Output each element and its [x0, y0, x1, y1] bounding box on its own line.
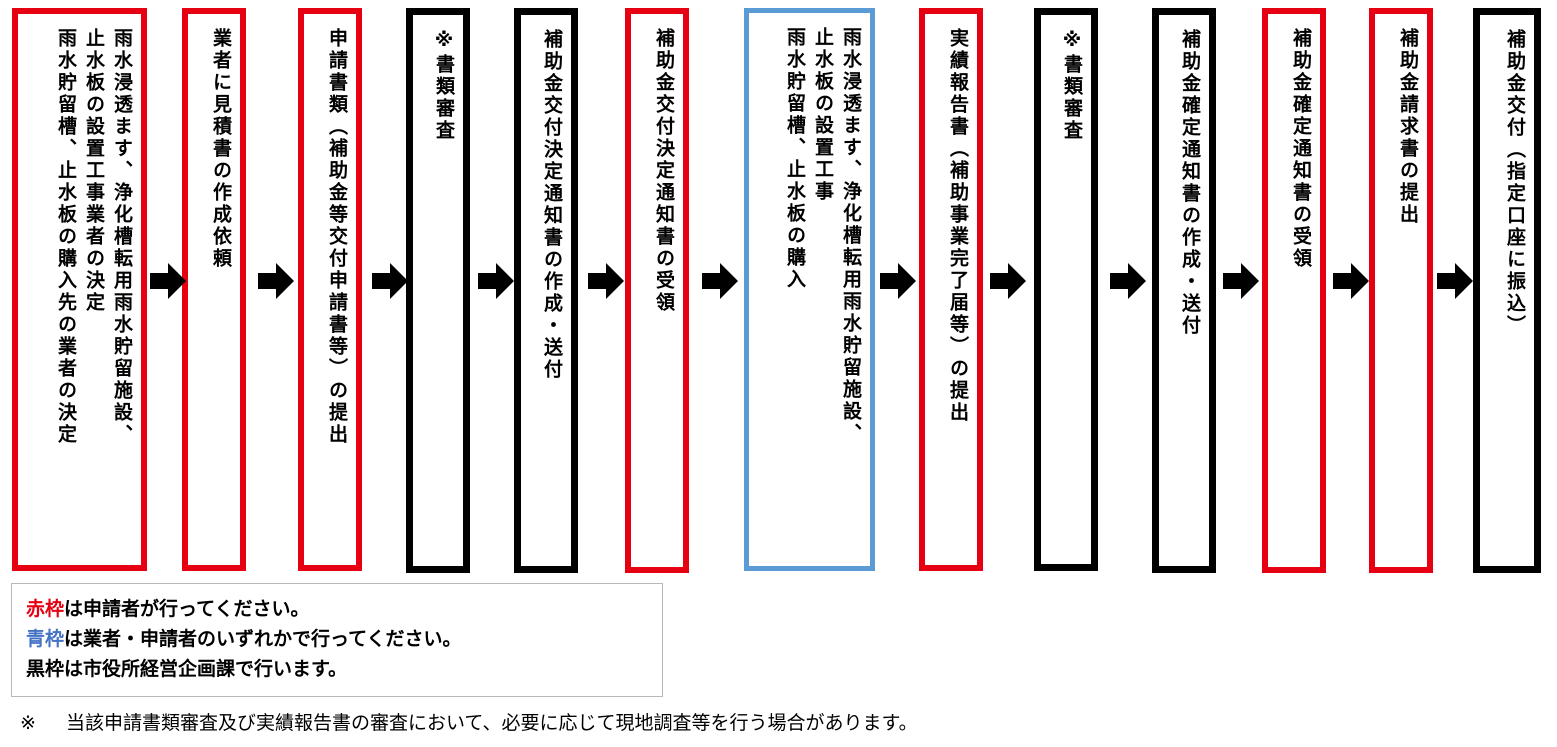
step-1-line-1: 雨水浸透ます、浄化槽転用雨水貯留施設、 — [111, 28, 133, 446]
step-8-line-1: 実績報告書（補助事業完了届等）の提出 — [947, 28, 969, 424]
arrow-right-icon — [1110, 263, 1146, 299]
step-11-box: 補助金確定通知書の受領 — [1262, 8, 1326, 573]
step-8-box: 実績報告書（補助事業完了届等）の提出 — [919, 8, 983, 571]
legend-blue-keyword: 青枠 — [26, 628, 65, 650]
step-5-box: 補助金交付決定通知書の作成・送付 — [514, 8, 578, 573]
step-10-box: 補助金確定通知書の作成・送付 — [1152, 8, 1216, 573]
step-11-line-1: 補助金確定通知書の受領 — [1290, 28, 1312, 270]
step-7-box: 雨水浸透ます、浄化槽転用雨水貯留施設、 止水板の設置工事 雨水貯留槽、止水板の購… — [744, 8, 875, 571]
step-4-box: ※書類審査 — [406, 8, 470, 573]
step-5-line-1: 補助金交付決定通知書の作成・送付 — [541, 29, 563, 381]
arrow-right-icon — [1333, 263, 1369, 299]
arrow-right-icon — [990, 263, 1026, 299]
step-7-line-1: 雨水浸透ます、浄化槽転用雨水貯留施設、 — [840, 27, 862, 445]
step-12-line-1: 補助金請求書の提出 — [1397, 28, 1419, 226]
step-3-box: 申請書類（補助金等交付申請書等）の提出 — [298, 8, 362, 571]
footnote-text: 当該申請書類審査及び実績報告書の審査において、必要に応じて現地調査等を行う場合が… — [66, 712, 918, 734]
arrow-right-icon — [372, 263, 408, 299]
legend-black-keyword: 黒枠 — [26, 658, 65, 680]
legend-red-text: は申請者が行ってください。 — [64, 598, 310, 620]
legend-black-text: は市役所経営企画課で行います。 — [64, 658, 348, 680]
step-13-box: 補助金交付（指定口座に振込） — [1473, 8, 1541, 573]
arrow-right-icon — [1223, 263, 1259, 299]
step-3-line-1: 申請書類（補助金等交付申請書等）の提出 — [326, 28, 348, 446]
step-6-line-1: 補助金交付決定通知書の受領 — [653, 28, 675, 314]
arrow-right-icon — [1437, 263, 1473, 299]
step-2-line-1: 業者に見積書の作成依頼 — [210, 28, 232, 270]
arrow-right-icon — [478, 263, 514, 299]
arrow-right-icon — [588, 263, 624, 299]
step-9-line-1: ※書類審査 — [1061, 29, 1083, 142]
legend-box: 赤枠は申請者が行ってください。 青枠は業者・申請者のいずれかで行ってください。 … — [11, 583, 663, 697]
step-12-box: 補助金請求書の提出 — [1369, 8, 1433, 573]
footnote: ※ 当該申請書類審査及び実績報告書の審査において、必要に応じて現地調査等を行う場合… — [20, 708, 918, 738]
step-7-line-2: 止水板の設置工事 — [812, 27, 834, 203]
arrow-right-icon — [150, 263, 186, 299]
step-1-line-3: 雨水貯留槽、止水板の購入先の業者の決定 — [55, 28, 77, 446]
step-2-box: 業者に見積書の作成依頼 — [182, 8, 246, 571]
step-6-box: 補助金交付決定通知書の受領 — [625, 8, 689, 573]
arrow-right-icon — [258, 263, 294, 299]
legend-red-keyword: 赤枠 — [26, 598, 65, 620]
legend-blue-row: 青枠は業者・申請者のいずれかで行ってください。 — [26, 624, 648, 654]
legend-black-row: 黒枠は市役所経営企画課で行います。 — [26, 654, 648, 684]
step-7-line-3: 雨水貯留槽、止水板の購入 — [784, 27, 806, 291]
arrow-right-icon — [702, 263, 738, 299]
step-1-line-2: 止水板の設置工事業者の決定 — [83, 28, 105, 314]
step-10-line-1: 補助金確定通知書の作成・送付 — [1179, 29, 1201, 337]
arrow-right-icon — [880, 263, 916, 299]
step-9-box: ※書類審査 — [1034, 8, 1098, 571]
step-4-line-1: ※書類審査 — [433, 29, 455, 142]
footnote-mark: ※ — [20, 712, 36, 734]
legend-blue-text: は業者・申請者のいずれかで行ってください。 — [64, 628, 462, 650]
step-13-line-1: 補助金交付（指定口座に振込） — [1504, 29, 1526, 337]
legend-red-row: 赤枠は申請者が行ってください。 — [26, 594, 648, 624]
step-1-box: 雨水浸透ます、浄化槽転用雨水貯留施設、 止水板の設置工事業者の決定 雨水貯留槽、… — [12, 8, 147, 571]
